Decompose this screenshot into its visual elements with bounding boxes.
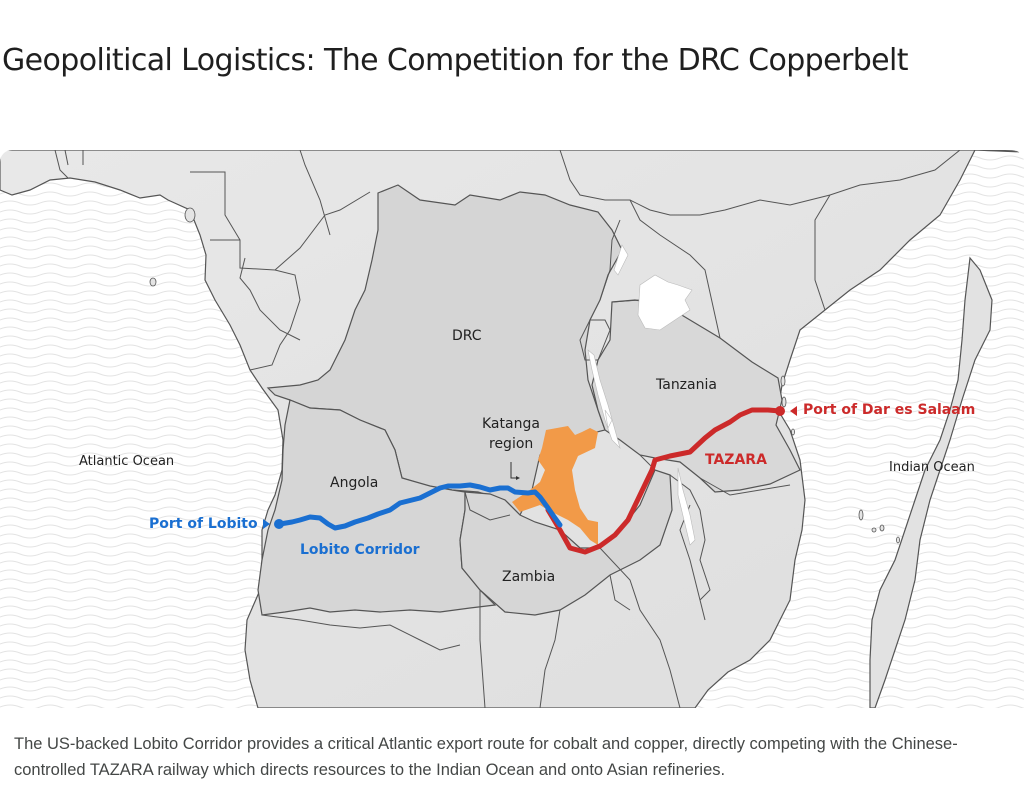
label-tazara: TAZARA [705, 452, 767, 468]
figure-caption: The US-backed Lobito Corridor provides a… [14, 735, 958, 779]
katanga-leader-arrow-icon [516, 476, 520, 480]
label-indian-ocean: Indian Ocean [889, 460, 975, 475]
label-port-of-lobito: Port of Lobito [149, 516, 258, 532]
label-drc: DRC [452, 328, 482, 344]
lakes [587, 244, 696, 546]
dar-arrow-icon [790, 406, 797, 416]
dar-es-salaam-port-dot [775, 406, 785, 416]
label-lobito-corridor: Lobito Corridor [300, 542, 420, 558]
lake-mweru [604, 409, 613, 429]
map-figure: DRC Tanzania Angola Zambia Katanga regio… [0, 150, 1024, 708]
map-svg: DRC Tanzania Angola Zambia Katanga regio… [0, 150, 1024, 708]
lake-victoria [637, 274, 693, 331]
page-title: Geopolitical Logistics: The Competition … [2, 43, 909, 78]
katanga-region [512, 426, 598, 545]
label-zambia: Zambia [502, 569, 555, 585]
islands [149, 207, 900, 544]
tazara-route [545, 407, 783, 555]
label-tanzania: Tanzania [655, 377, 717, 393]
label-atlantic-ocean: Atlantic Ocean [79, 454, 174, 469]
label-port-of-dar-es-salaam: Port of Dar es Salaam [803, 402, 975, 418]
label-katanga-1: Katanga [482, 416, 540, 432]
label-katanga-2: region [489, 436, 533, 452]
label-angola: Angola [330, 475, 378, 491]
lobito-arrow-icon [263, 519, 270, 529]
country-angola [257, 399, 497, 616]
madagascar [869, 256, 993, 708]
lobito-port-dot [274, 519, 284, 529]
country-borders [54, 150, 961, 708]
lake-malawi [677, 467, 696, 546]
katanga-leader-line [510, 462, 517, 479]
lobito-route [277, 482, 563, 531]
lake-tanganyika [587, 349, 621, 450]
lake-albert [613, 244, 629, 276]
